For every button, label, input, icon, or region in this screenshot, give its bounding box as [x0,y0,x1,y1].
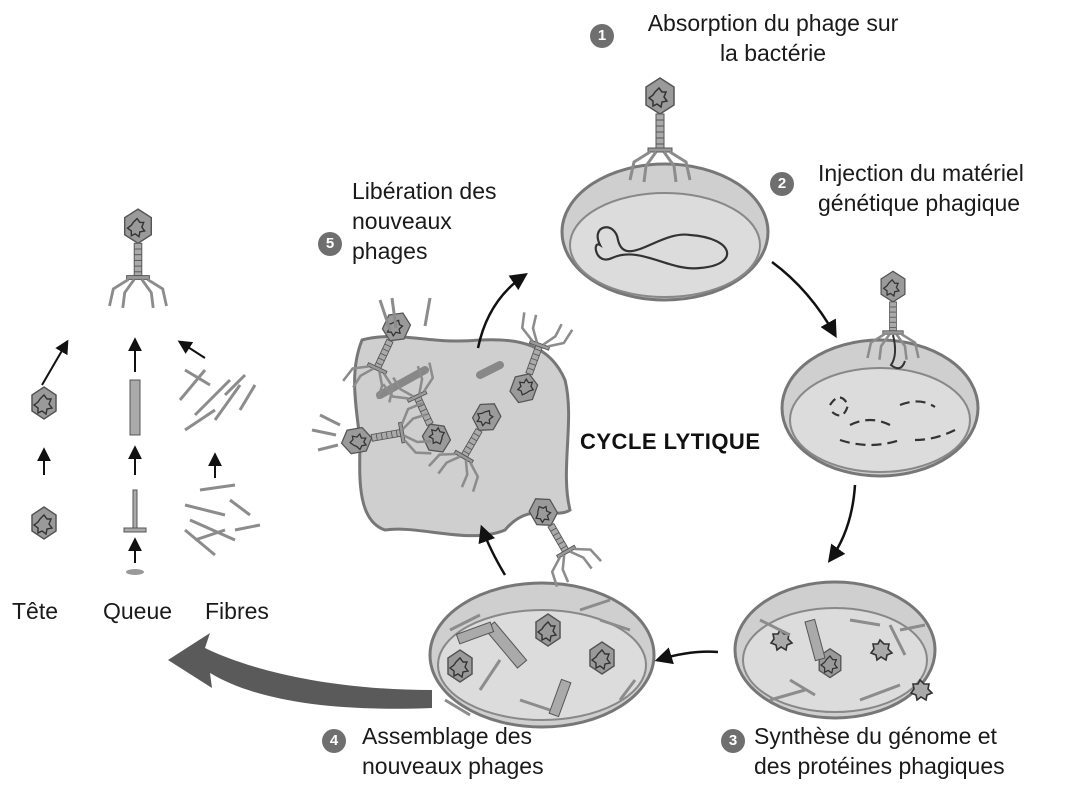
step1-bacterium [562,78,768,300]
cycle-title: CYCLE LYTIQUE [580,429,761,455]
step4-badge: 4 [322,729,346,753]
big-arrow-assembly [168,633,432,709]
step2-badge: 2 [770,172,794,196]
step5-bacterium [312,298,602,588]
phage-assembly-parts [32,209,260,575]
arrow-1-to-2 [772,262,835,335]
head-label: Tête [12,596,58,626]
step4-bacterium [430,583,654,727]
tail-label: Queue [103,596,172,626]
arrow-2-to-3 [830,485,855,560]
step3-badge: 3 [721,729,745,753]
arrow-5-to-1 [478,275,525,348]
step3-bacterium [735,582,935,718]
fibers-label: Fibres [205,596,269,626]
arrow-3-to-4 [658,652,718,660]
step1-badge: 1 [590,24,614,48]
step2-bacterium [782,271,978,476]
step5-badge: 5 [318,232,342,256]
